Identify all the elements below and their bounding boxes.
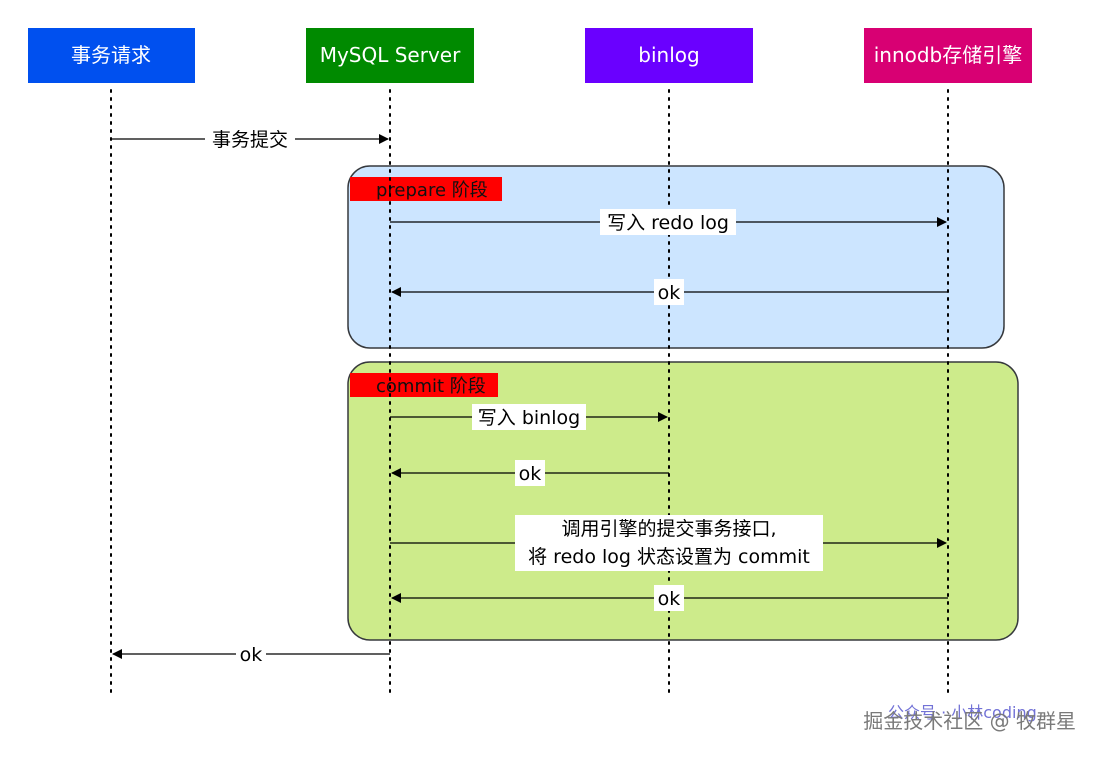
- message-call-commit: 调用引擎的提交事务接口, 将 redo log 状态设置为 commit: [390, 515, 947, 571]
- message-submit-label: 事务提交: [212, 129, 288, 151]
- message-write-binlog: 写入 binlog: [390, 404, 668, 430]
- message-ok-final-label: ok: [240, 644, 263, 666]
- message-write-redo-label: 写入 redo log: [607, 212, 729, 234]
- actor-binlog: binlog: [585, 28, 753, 83]
- phase-prepare-tag: [350, 177, 502, 201]
- message-ok-commit-label: ok: [658, 588, 681, 610]
- message-ok-redo: ok: [391, 279, 948, 305]
- phase-commit-tag: [350, 373, 498, 397]
- actor-innodb-box: [864, 28, 1032, 83]
- watermark-text: 掘金技术社区 @ 牧群星: [863, 709, 1076, 733]
- actor-request-label: 事务请求: [71, 43, 151, 67]
- actor-innodb: innodb存储引擎: [864, 28, 1032, 83]
- message-write-binlog-label: 写入 binlog: [478, 407, 580, 429]
- actor-binlog-box: [585, 28, 753, 83]
- actor-innodb-label: innodb存储引擎: [874, 43, 1023, 67]
- message-submit: 事务提交: [111, 126, 389, 152]
- message-ok-commit: ok: [391, 585, 948, 611]
- message-call-commit-label-line2: 将 redo log 状态设置为 commit: [528, 546, 810, 568]
- phase-commit-label: commit 阶段: [376, 376, 486, 397]
- message-ok-binlog: ok: [391, 460, 669, 486]
- message-ok-redo-label: ok: [658, 282, 681, 304]
- message-call-commit-label-line1: 调用引擎的提交事务接口,: [561, 518, 776, 540]
- message-ok-final: ok: [112, 641, 390, 667]
- watermark: 公众号 · 小林coding 掘金技术社区 @ 牧群星: [863, 703, 1076, 733]
- actor-server-label: MySQL Server: [320, 43, 461, 67]
- phase-prepare-box: [347, 165, 1005, 349]
- phase-prepare-label: prepare 阶段: [376, 180, 488, 201]
- actor-request-box: [28, 28, 195, 83]
- message-write-redo: 写入 redo log: [390, 209, 947, 235]
- watermark-overlay-text: 公众号 · 小林coding: [888, 703, 1037, 722]
- phase-prepare: prepare 阶段: [347, 165, 1005, 349]
- actor-binlog-label: binlog: [638, 43, 699, 67]
- actor-server: MySQL Server: [306, 28, 474, 83]
- message-ok-binlog-label: ok: [519, 463, 542, 485]
- actor-request: 事务请求: [28, 28, 195, 83]
- actor-server-box: [306, 28, 474, 83]
